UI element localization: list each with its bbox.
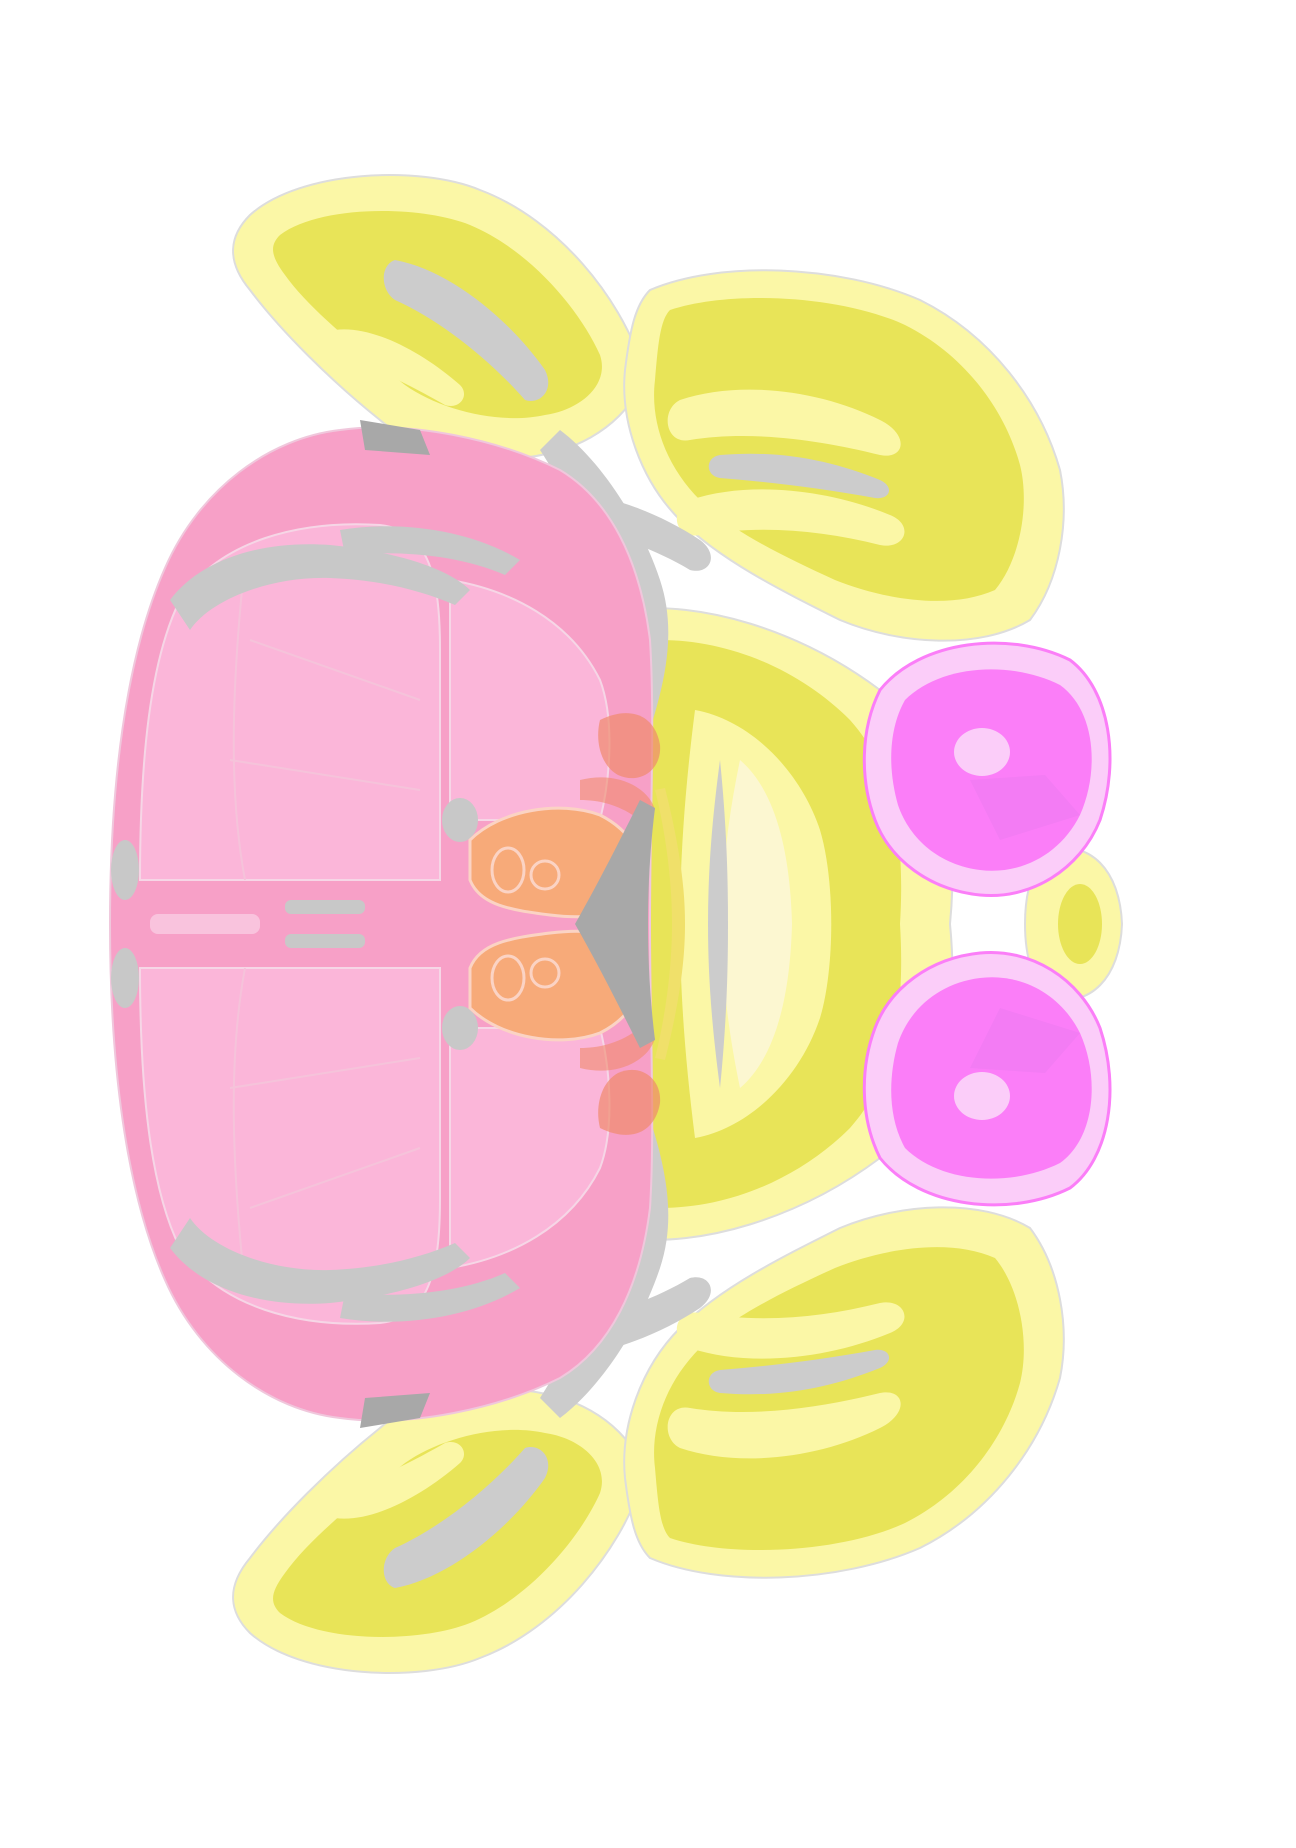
central-dark-wedge [575, 788, 685, 1060]
magenta-structure-upper [862, 641, 1112, 898]
cerebellum-upper-left-lobe [232, 174, 643, 460]
cerebellum-lower-left-lobe [232, 1388, 643, 1674]
cerebellum-central-body [588, 607, 954, 1241]
cerebellum-lower-right-lobe [623, 1206, 1065, 1579]
brainstem-body [108, 426, 654, 1422]
cerebellum-far-right-nodule [1023, 847, 1124, 1001]
cerebellum-upper-right-lobe [623, 269, 1065, 642]
magenta-structure-lower [862, 950, 1112, 1207]
brainstem-grey-tracts [111, 420, 520, 1428]
